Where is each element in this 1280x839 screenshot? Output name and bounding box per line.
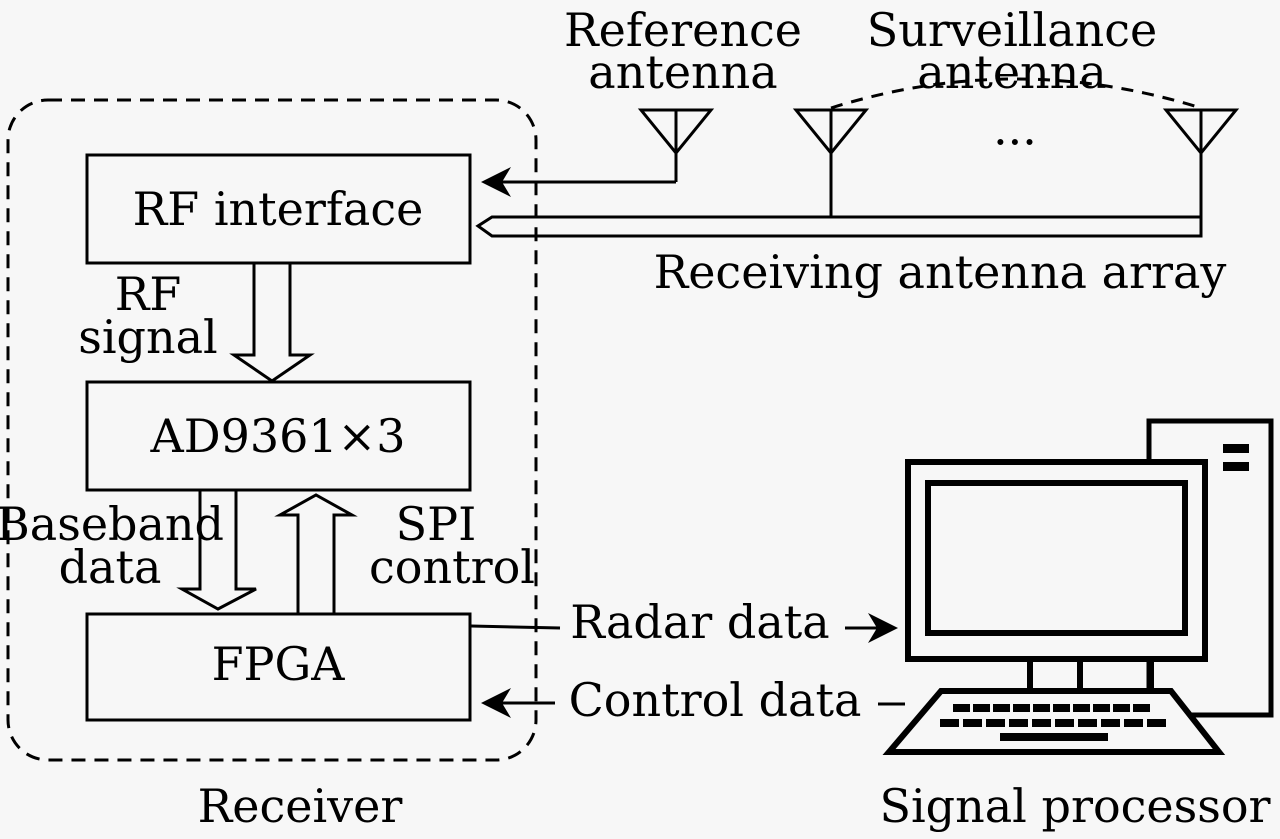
radar-data-label: Radar data (570, 595, 829, 649)
control-data-label: Control data (569, 673, 862, 727)
antenna-array-label: Receiving antenna array (654, 245, 1227, 299)
ad9361-label: AD9361×3 (150, 409, 406, 463)
surveillance-antenna-icon (1162, 108, 1240, 217)
fpga-block[interactable]: FPGA (85, 612, 472, 722)
reference-antenna-label-line2: antenna (588, 45, 777, 99)
spi-control-arrow (274, 493, 358, 613)
receiver-label: Receiver (198, 779, 403, 833)
signal-processor-label: Signal processor (879, 779, 1270, 833)
surveillance-antenna-icon (792, 108, 870, 217)
baseband-label-line2: data (59, 540, 162, 594)
rf-interface-block[interactable]: RF interface (85, 153, 472, 265)
reference-antenna-label-line1: Reference (564, 3, 802, 57)
baseband-data-arrow (176, 491, 257, 611)
surveillance-antenna-label-line2: antenna (917, 45, 1106, 99)
rf-signal-label-line1: RF (115, 267, 182, 321)
baseband-label-line1: Baseband (0, 497, 224, 551)
ellipsis: ··· (993, 115, 1037, 169)
radar-data-line (470, 624, 561, 630)
spi-label-line2: control (369, 540, 535, 594)
rf-interface-label: RF interface (133, 182, 424, 236)
surveillance-antenna-label-line1: Surveillance (867, 3, 1158, 57)
spi-label-line1: SPI (396, 497, 477, 551)
antenna-array-bus (475, 215, 1203, 238)
ad9361-block[interactable]: AD9361×3 (85, 380, 472, 492)
reference-antenna-icon (637, 108, 715, 182)
rf-signal-label-line2: signal (78, 310, 218, 364)
surveillance-bracket (830, 77, 1202, 110)
computer-icon (882, 418, 1274, 755)
fpga-label: FPGA (212, 637, 346, 691)
rf-signal-arrow (229, 264, 315, 383)
